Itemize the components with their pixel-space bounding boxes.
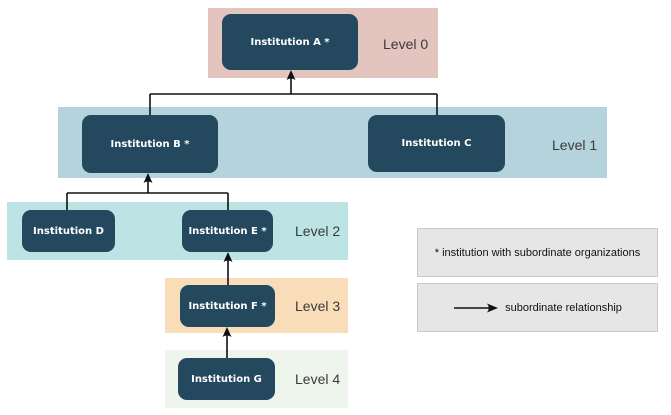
- node-institution-g[interactable]: Institution G: [178, 358, 275, 400]
- legend-asterisk-text: * institution with subordinate organizat…: [434, 246, 641, 259]
- level-3-label: Level 3: [295, 298, 341, 314]
- level-4-label: Level 4: [295, 371, 341, 387]
- node-institution-a[interactable]: Institution A *: [222, 14, 358, 70]
- node-institution-b[interactable]: Institution B *: [82, 115, 218, 173]
- legend-arrow-text: subordinate relationship: [505, 301, 622, 314]
- node-institution-e[interactable]: Institution E *: [182, 210, 273, 252]
- node-institution-d[interactable]: Institution D: [22, 210, 115, 252]
- legend-arrow-note: subordinate relationship: [417, 283, 658, 332]
- legend-asterisk-note: * institution with subordinate organizat…: [417, 228, 658, 277]
- node-institution-f[interactable]: Institution F *: [180, 285, 275, 327]
- node-institution-c[interactable]: Institution C: [368, 115, 505, 172]
- level-0-label: Level 0: [383, 36, 429, 52]
- right-arrow-icon: [454, 303, 499, 312]
- level-2-label: Level 2: [295, 223, 341, 239]
- level-1-label: Level 1: [552, 137, 598, 153]
